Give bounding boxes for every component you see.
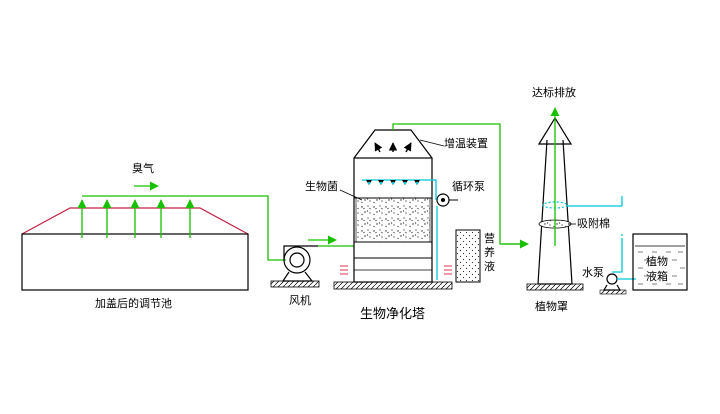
regulating-pool-label: 加盖后的调节池 [95,296,172,310]
plant-liquid-tank [632,233,688,291]
circulation-pipe [424,179,437,200]
water-pump-label: 水泵 [582,266,604,279]
heating-device-arrows [374,142,412,153]
absorbent-cotton-label: 吸附棉 [577,216,610,230]
bio-purification-tower [333,129,453,290]
nutrient-tank [455,229,481,283]
biofilm-label: 生物菌 [305,179,338,193]
discharge-label: 达标排放 [532,85,576,99]
pool-body [21,233,249,291]
nutrient-label-2: 养 [484,245,495,259]
fan-icon [270,245,320,288]
nutrient-label-1: 营 [484,231,495,245]
heater-coil-icon [340,265,452,275]
circulation-pump-label: 循环泵 [452,180,485,193]
water-supply-pipe [567,196,623,207]
odor-gas-pipe [82,195,286,261]
odor-gas-rising-arrows [77,199,195,238]
fan-label: 风机 [289,293,311,307]
plant-cover-label: 植物罩 [535,299,568,313]
circulation-pump-icon [436,193,458,207]
plant-tank-label-2: 液箱 [646,269,668,283]
plant-tank-label-1: 植物 [646,254,668,268]
odor-gas-label: 臭气 [132,161,154,175]
tower-label: 生物净化塔 [360,307,425,322]
heating-device-label: 增温装置 [444,136,488,150]
biofilm-media [355,197,431,243]
nutrient-label-3: 液 [484,259,495,273]
